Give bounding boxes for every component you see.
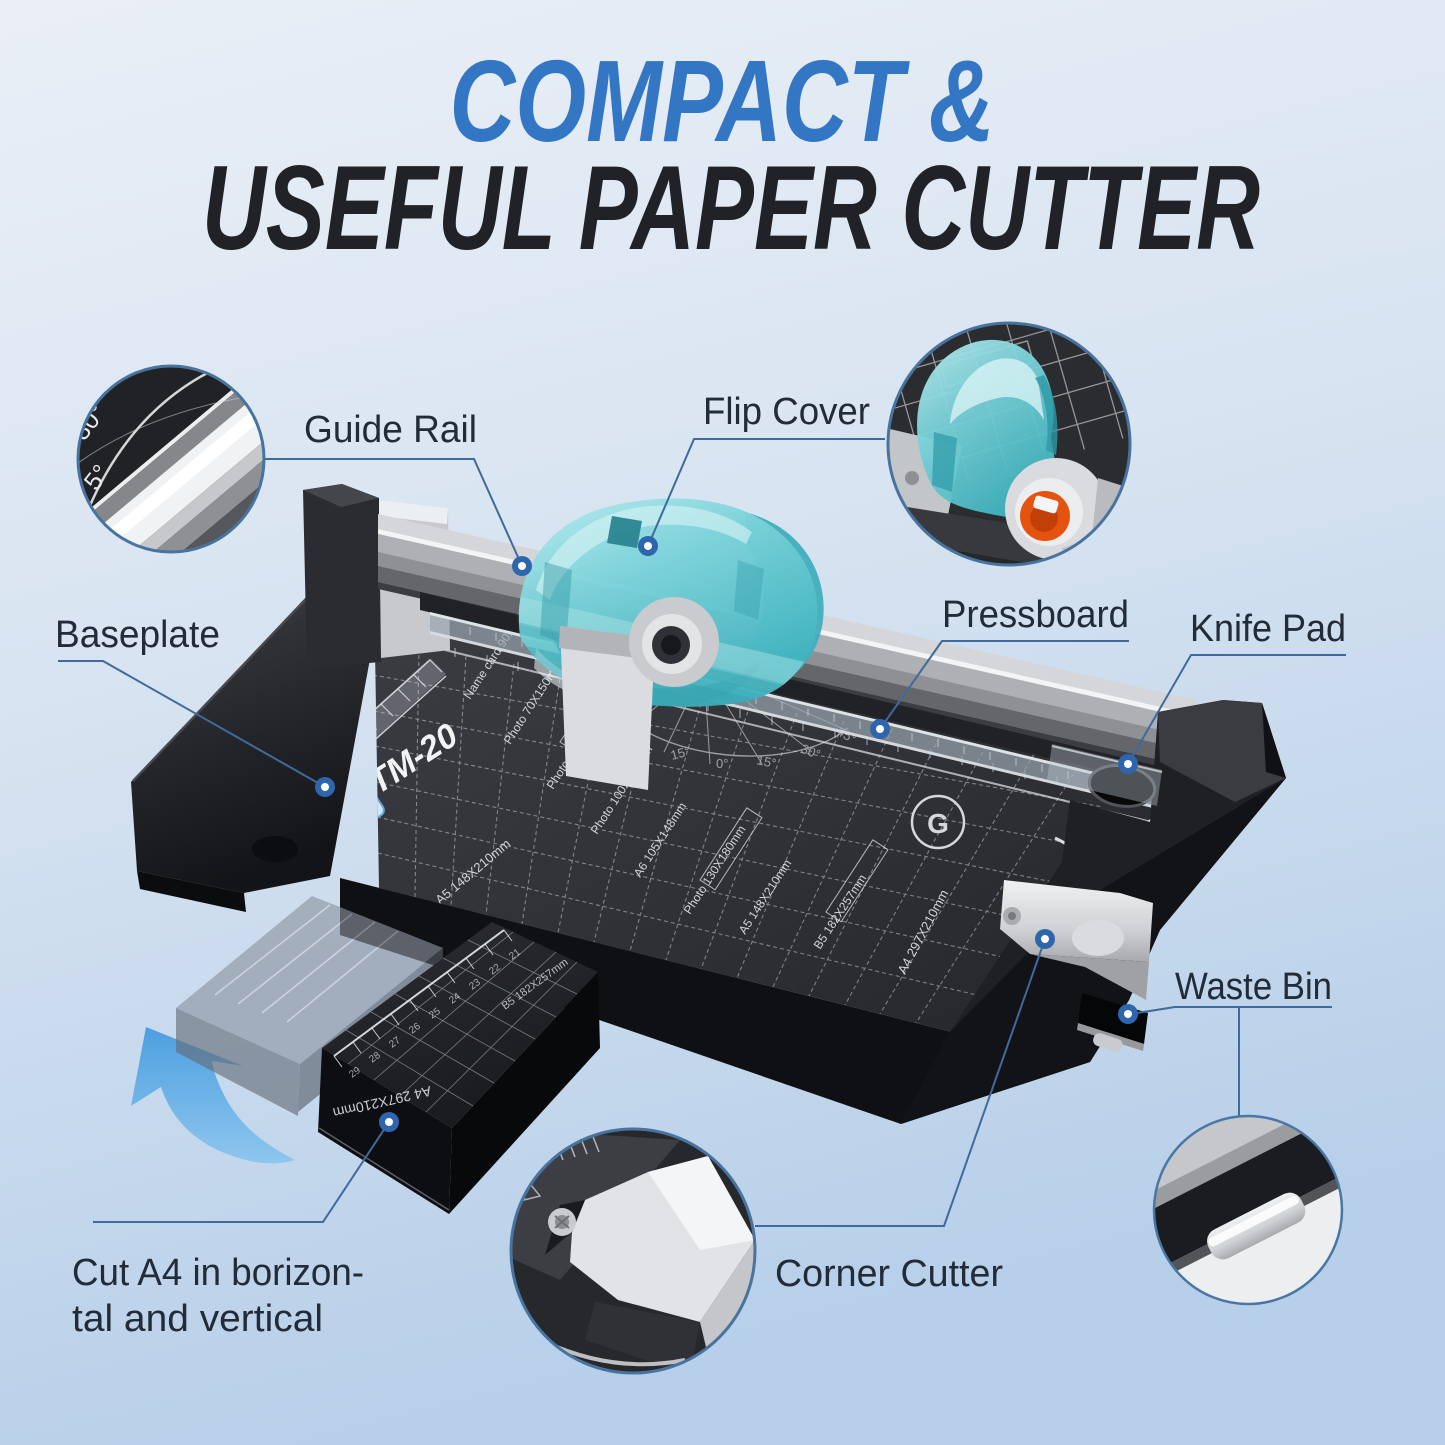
svg-text:30°: 30° — [799, 741, 823, 762]
svg-text:Corner Cutter: Corner Cutter — [775, 1253, 1003, 1295]
svg-text:Cut A4 in borizon-: Cut A4 in borizon- — [72, 1252, 364, 1294]
svg-text:COMPACT &: COMPACT & — [450, 36, 995, 166]
svg-text:Waste Bin: Waste Bin — [1175, 966, 1332, 1008]
svg-text:tal and vertical: tal and vertical — [72, 1298, 323, 1340]
svg-text:Pressboard: Pressboard — [942, 594, 1129, 636]
svg-text:15°: 15° — [755, 752, 777, 771]
svg-text:Guide Rail: Guide Rail — [304, 409, 477, 451]
svg-text:Knife Pad: Knife Pad — [1190, 608, 1346, 650]
svg-text:15°: 15° — [669, 743, 692, 763]
svg-text:0°: 0° — [716, 756, 728, 771]
svg-text:Flip Cover: Flip Cover — [703, 391, 870, 433]
svg-text:USEFUL PAPER CUTTER: USEFUL PAPER CUTTER — [202, 141, 1260, 275]
svg-text:Baseplate: Baseplate — [55, 614, 220, 656]
svg-text:G: G — [927, 808, 949, 839]
